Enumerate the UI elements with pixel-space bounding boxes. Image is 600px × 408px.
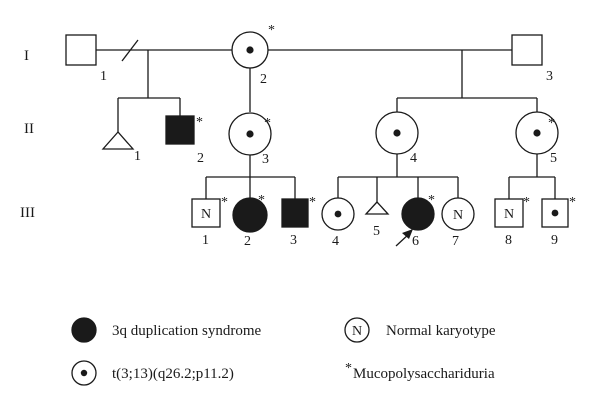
- legend-item-affected: 3q duplication syndrome: [71, 317, 261, 343]
- individual-III-8: N * 8: [494, 195, 530, 248]
- legend-item-normal: N Normal karyotype: [344, 317, 496, 343]
- individual-III-9: * 9: [541, 195, 576, 248]
- individual-number: 2: [260, 72, 267, 87]
- individual-III-1: N * 1: [191, 195, 228, 248]
- carrier-dot-icon: [334, 210, 342, 218]
- individual-I-1: 1: [65, 34, 107, 84]
- legend-item-asterisk: * Mucopolysacchariduria: [345, 361, 495, 382]
- individual-number: 3: [290, 233, 297, 248]
- individual-number: 3: [546, 69, 553, 84]
- individual-I-2: * 2: [231, 23, 275, 87]
- individual-number: 4: [410, 151, 417, 166]
- individual-number: 8: [505, 233, 512, 248]
- asterisk-marker: *: [264, 116, 271, 131]
- generation-label-1: I: [24, 48, 29, 64]
- normal-karyotype-letter: N: [352, 324, 362, 339]
- carrier-dot-icon: [393, 129, 401, 137]
- asterisk-marker: *: [548, 116, 555, 131]
- individual-number: 5: [550, 151, 557, 166]
- legend-label-carrier: t(3;13)(q26.2;p11.2): [112, 366, 234, 382]
- individual-number: 1: [100, 69, 107, 84]
- individual-II-5: * 5: [515, 111, 559, 166]
- generation-label-2: II: [24, 121, 34, 137]
- individual-number: 4: [332, 234, 339, 249]
- asterisk-marker: *: [428, 193, 435, 208]
- legend-label-normal: Normal karyotype: [386, 323, 496, 339]
- asterisk-marker: *: [268, 23, 275, 38]
- individual-number: 5: [373, 224, 380, 239]
- proband-arrowhead-icon: [402, 229, 413, 239]
- individual-number: 9: [551, 233, 558, 248]
- asterisk-marker: *: [309, 195, 316, 210]
- individual-number: 1: [134, 149, 141, 164]
- individual-III-7: N 7: [441, 197, 475, 249]
- individual-II-1: 1: [101, 131, 141, 164]
- asterisk-marker: *: [569, 195, 576, 210]
- carrier-dot-icon: [246, 130, 254, 138]
- individual-III-6: * 6: [395, 193, 435, 249]
- carrier-dot-icon: [551, 209, 559, 217]
- generation-label-3: III: [20, 205, 35, 221]
- individual-number: 3: [262, 152, 269, 167]
- asterisk-marker: *: [523, 195, 530, 210]
- legend: 3q duplication syndrome N Normal karyoty…: [71, 317, 496, 386]
- asterisk-marker: *: [196, 115, 203, 130]
- individual-II-4: 4: [375, 111, 419, 166]
- carrier-dot-icon: [80, 369, 88, 377]
- asterisk-marker: *: [221, 195, 228, 210]
- affected-circle-icon: [71, 317, 97, 343]
- individual-III-4: 4: [321, 197, 355, 249]
- normal-karyotype-letter: N: [453, 208, 463, 223]
- individual-III-5: 5: [364, 201, 390, 239]
- individual-number: 6: [412, 234, 419, 249]
- legend-item-carrier: t(3;13)(q26.2;p11.2): [71, 360, 234, 386]
- normal-karyotype-letter: N: [504, 207, 514, 222]
- normal-karyotype-letter: N: [201, 207, 211, 222]
- asterisk-marker: *: [345, 361, 352, 376]
- individual-number: 2: [244, 234, 251, 249]
- individual-number: 2: [197, 151, 204, 166]
- legend-label-asterisk: Mucopolysacchariduria: [353, 366, 495, 382]
- asterisk-marker: *: [258, 193, 265, 208]
- carrier-dot-icon: [246, 46, 254, 54]
- individual-II-3: * 3: [228, 112, 272, 167]
- individual-II-2: * 2: [165, 115, 204, 166]
- legend-label-affected: 3q duplication syndrome: [112, 323, 261, 339]
- individual-I-3: 3: [511, 34, 553, 84]
- individual-III-2: * 2: [232, 193, 268, 249]
- individual-number: 7: [452, 234, 459, 249]
- relationship-lines: [96, 39, 556, 202]
- carrier-dot-icon: [533, 129, 541, 137]
- normal-circle-icon: [344, 317, 370, 343]
- individual-number: 1: [202, 233, 209, 248]
- individual-III-3: * 3: [281, 195, 316, 248]
